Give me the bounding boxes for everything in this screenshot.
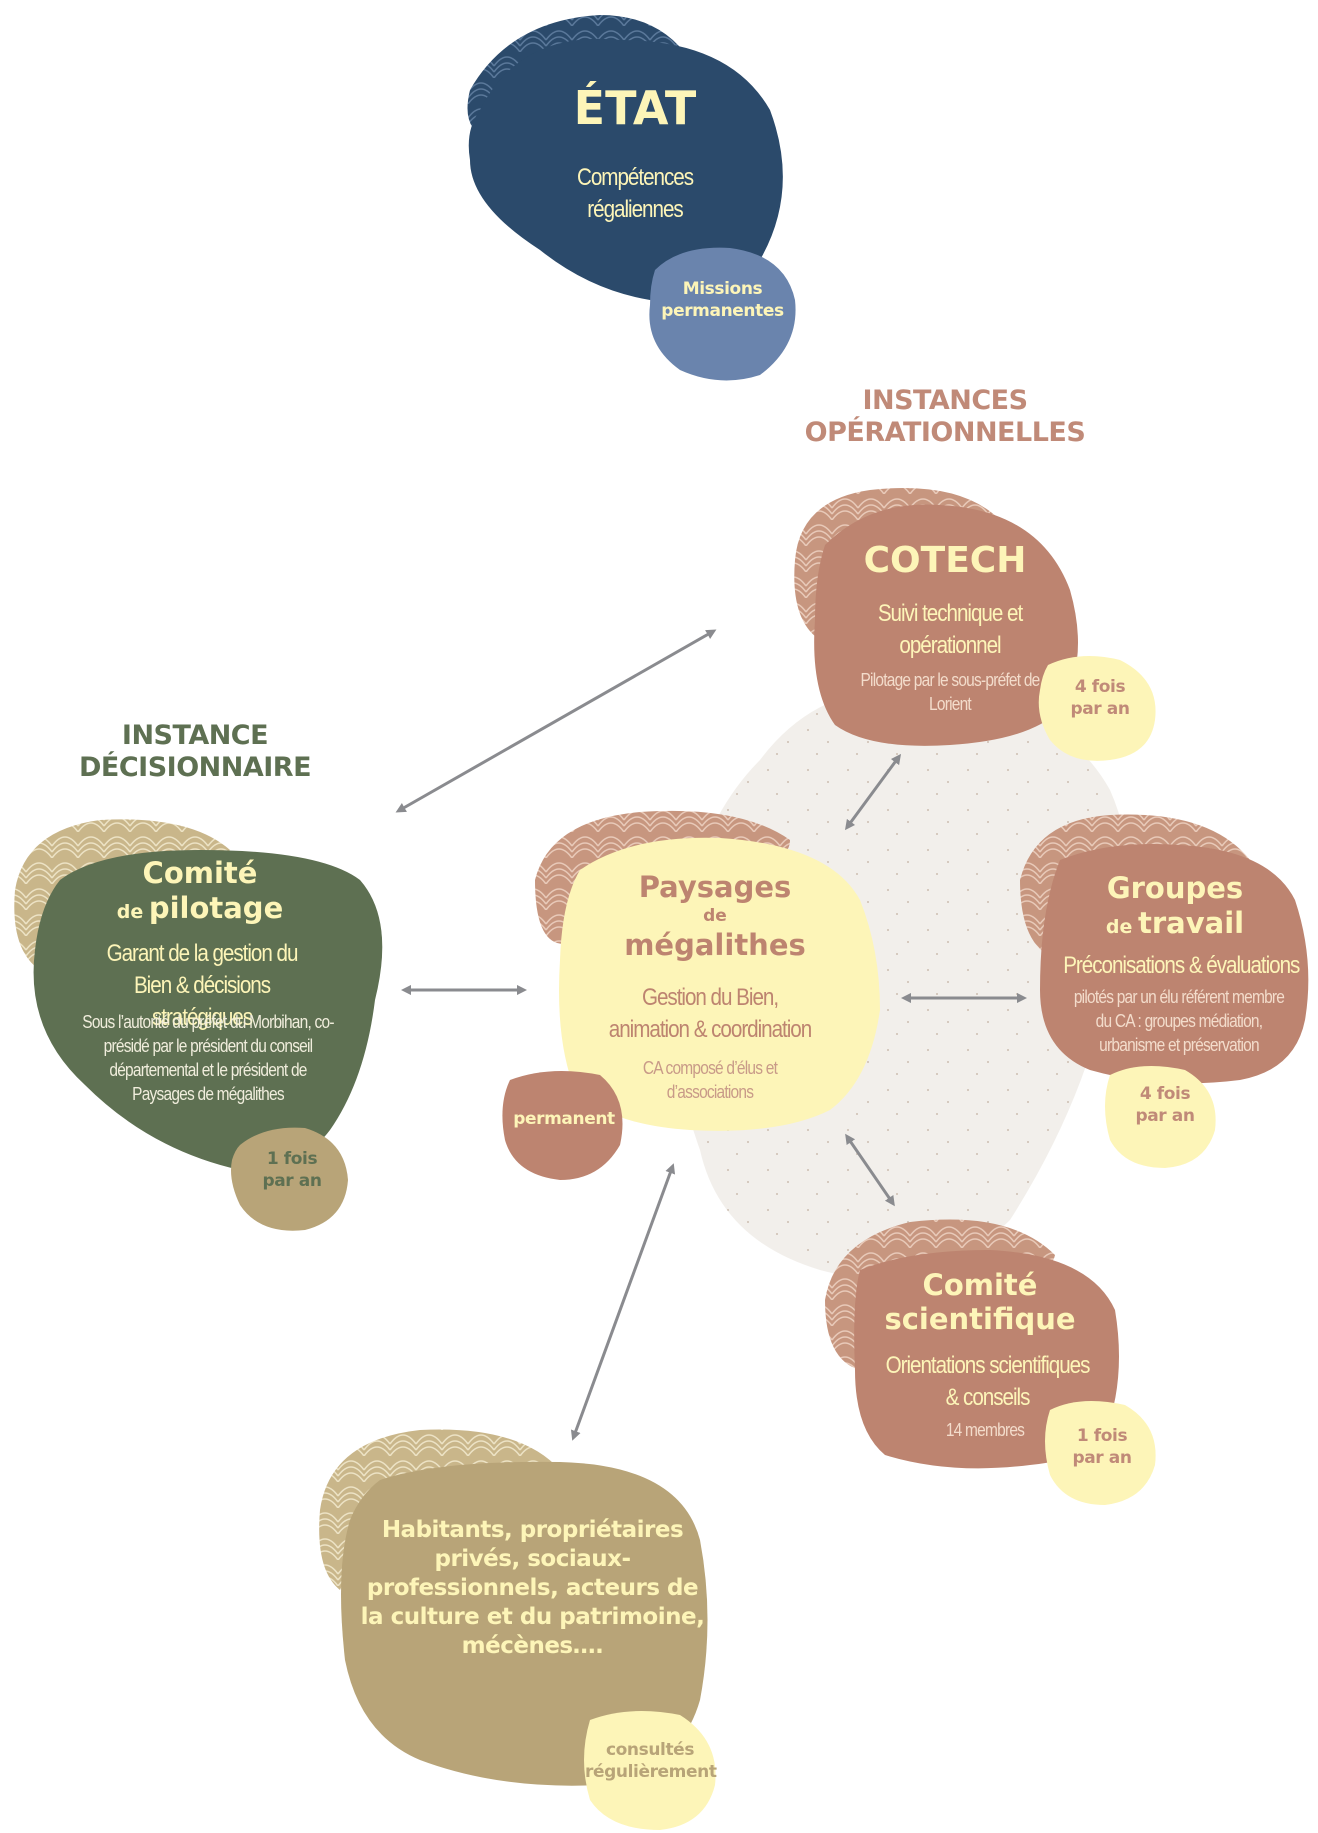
etat-blob xyxy=(468,38,783,301)
habitants-blob xyxy=(341,1461,708,1786)
arrow-pilotage-cotech xyxy=(395,629,717,813)
cotech-title: COTECH xyxy=(863,540,1027,581)
heading-instances-operationnelles: INSTANCES OPÉRATIONNELLES xyxy=(804,385,1086,448)
pilotage-title-small: de xyxy=(116,901,144,923)
paysages-blob xyxy=(559,837,880,1131)
pilotage-subtitle: Garant de la gestion du Bien & décisions… xyxy=(106,940,299,1031)
cotech-blob xyxy=(814,504,1078,746)
scientifique-badge: 1 fois par an xyxy=(1072,1426,1132,1468)
groupes-badge: 4 fois par an xyxy=(1135,1084,1195,1126)
pilotage-note: Sous l’autorité du préfet du Morbihan, c… xyxy=(82,1012,334,1104)
etat-badge-blob xyxy=(649,247,796,381)
paysages-subtitle: Gestion du Bien, animation & coordinatio… xyxy=(608,984,812,1043)
pilotage-title-line2-wrap: de pilotage xyxy=(80,891,320,925)
cotech-subtitle: Suivi technique et opérationnel xyxy=(877,600,1023,659)
paysages-badge-blob xyxy=(502,1071,623,1180)
arrow-paysages-scientifique xyxy=(845,1133,895,1207)
scientifique-badge-blob xyxy=(1045,1401,1156,1505)
paysages-title-line1: Paysages xyxy=(638,870,792,904)
paysages-title-line2: mégalithes xyxy=(624,928,806,962)
etat-title: ÉTAT xyxy=(573,81,697,135)
pilotage-blob xyxy=(33,850,383,1170)
groupes-blob xyxy=(1040,844,1309,1084)
scientifique-note: 14 membres xyxy=(945,1420,1025,1440)
groupes-badge-blob xyxy=(1105,1066,1216,1168)
pilotage-title-line1: Comité xyxy=(142,856,258,890)
paysages-note: CA composé d’élus et d’associations xyxy=(642,1058,778,1102)
habitants-badge: consultés régulièrement xyxy=(585,1740,717,1782)
groupes-title-line2-wrap: de travail xyxy=(1060,906,1290,940)
groupes-note: pilotés par un élu référent membre du CA… xyxy=(1073,987,1285,1055)
operational-background-blob xyxy=(673,688,1129,1279)
paysages-badge: permanent xyxy=(513,1109,615,1129)
paysages-title-small: de xyxy=(703,906,727,926)
scientifique-title: Comité scientifique xyxy=(884,1268,1076,1336)
cotech-note: Pilotage par le sous-préfet de Lorient xyxy=(860,670,1040,714)
heading-instance-decisionnaire: INSTANCE DÉCISIONNAIRE xyxy=(78,720,312,783)
arrow-paysages-cotech xyxy=(844,753,902,831)
habitants-badge-blob xyxy=(584,1711,716,1830)
pilotage-badge: 1 fois par an xyxy=(262,1149,322,1191)
habitants-title: Habitants, propriétaires privés, sociaux… xyxy=(360,1517,705,1659)
arrow-paysages-habitants xyxy=(570,1163,676,1441)
etat-badge: Missions permanentes xyxy=(661,279,784,321)
scientifique-subtitle: Orientations scientifiques & conseils xyxy=(885,1352,1091,1411)
pilotage-badge-blob xyxy=(231,1127,348,1231)
groupes-title-small: de xyxy=(1105,916,1133,938)
groupes-subtitle: Préconisations & évaluations xyxy=(1063,952,1300,979)
groupes-title-line2: travail xyxy=(1137,906,1245,940)
cotech-badge-blob xyxy=(1038,656,1156,761)
pilotage-title-line2: pilotage xyxy=(148,891,284,925)
etat-subtitle: Compétences régaliennes xyxy=(576,164,694,223)
cotech-badge: 4 fois par an xyxy=(1070,677,1130,719)
groupes-title-line1: Groupes xyxy=(1106,871,1244,905)
